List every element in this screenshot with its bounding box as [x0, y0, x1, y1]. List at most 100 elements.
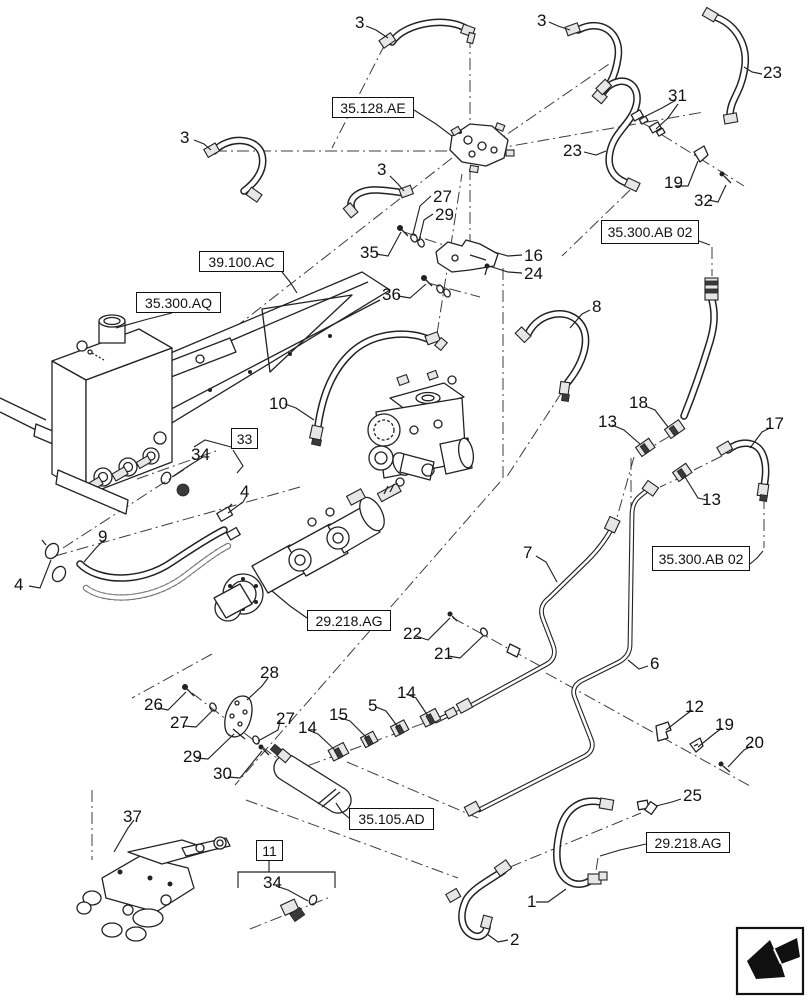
callout-23-2: 23	[763, 63, 782, 82]
callout-19-30: 19	[715, 715, 734, 734]
callout-14-38: 14	[298, 718, 317, 737]
callout-27-34: 27	[170, 713, 189, 732]
fitting-13-upper	[634, 437, 656, 458]
callout-15-39: 15	[329, 705, 348, 724]
callout-20-31: 20	[745, 733, 764, 752]
valve-manifold	[449, 122, 515, 174]
callout-31-3: 31	[668, 86, 687, 105]
hose-3-mid-low	[342, 184, 415, 219]
clamp-25	[636, 799, 658, 816]
callout-3-8: 3	[377, 160, 387, 179]
oil-filter	[269, 743, 352, 814]
callout-9-23: 9	[98, 527, 108, 546]
ref-box-35-300-ab-02-1: 35.300.AB 02	[601, 220, 699, 244]
callout-1-45: 1	[527, 892, 537, 911]
callout-19-5: 19	[664, 173, 683, 192]
tube-6	[463, 479, 660, 817]
callout-7-25: 7	[523, 543, 533, 562]
center-lines	[54, 36, 765, 930]
clamp-4-left	[41, 539, 67, 583]
callout-27-36: 27	[276, 709, 295, 728]
callout-2-46: 2	[510, 930, 520, 949]
callout-12-29: 12	[685, 697, 704, 716]
callout-3-0: 3	[355, 13, 365, 32]
hose-1	[553, 797, 615, 888]
ref-box-35-300-ab-02-6: 35.300.AB 02	[652, 546, 750, 571]
prev-page-arrow-icon[interactable]	[735, 926, 805, 996]
ref-box-35-128-ae-0: 35.128.AE	[332, 97, 414, 118]
callout-32-6: 32	[694, 191, 713, 210]
callout-21-27: 21	[434, 644, 453, 663]
callout-13-21: 13	[702, 490, 721, 509]
plug-and-oring-34	[160, 471, 190, 497]
callout-4-24: 4	[14, 575, 24, 594]
bracket-16	[435, 239, 499, 276]
callout-36-12: 36	[382, 285, 401, 304]
hose-2	[445, 859, 513, 941]
hose-9	[76, 526, 232, 601]
bolt-32	[719, 171, 732, 184]
hose-3-top-middle	[564, 21, 623, 105]
hose-ab02-upper	[680, 277, 719, 420]
callout-29-10: 29	[435, 205, 454, 224]
bolt-30	[258, 744, 270, 756]
clip-19-top	[693, 145, 709, 163]
hose-3-top-left	[378, 18, 476, 49]
washer-27-left	[209, 702, 217, 712]
callout-5-40: 5	[368, 696, 378, 715]
callout-34-17: 34	[191, 445, 210, 464]
bolt-26	[182, 684, 195, 697]
hose-clamps-31	[630, 109, 666, 137]
ref-box-29-218-ag-9: 29.218.AG	[646, 832, 730, 853]
hose-23-right	[701, 6, 750, 125]
leader-lines	[28, 21, 771, 943]
callout-3-7: 3	[180, 128, 190, 147]
hose-10	[309, 330, 449, 447]
callout-22-26: 22	[403, 624, 422, 643]
ref-box-35-105-ad-7: 35.105.AD	[349, 808, 434, 830]
callout-3-1: 3	[537, 11, 547, 30]
fitting-18	[663, 418, 686, 440]
callout-29-35: 29	[183, 747, 202, 766]
callout-23-4: 23	[563, 141, 582, 160]
bracket-28	[224, 695, 253, 738]
callout-34-43: 34	[263, 873, 282, 892]
callout-30-37: 30	[213, 764, 232, 783]
callout-14-41: 14	[397, 683, 416, 702]
hose-17	[716, 439, 770, 502]
callout-24-14: 24	[524, 264, 543, 283]
stud-29	[232, 728, 260, 745]
control-valve-37	[76, 836, 231, 942]
bolt-35-washers	[397, 225, 425, 248]
ref-box-29-218-ag-5: 29.218.AG	[307, 610, 391, 631]
callout-18-18: 18	[629, 393, 648, 412]
clip-12	[655, 721, 672, 742]
ref-box-35-300-aq-3: 35.300.AQ	[136, 292, 221, 313]
bolt-20	[718, 761, 731, 773]
fitting-13-lower	[671, 462, 693, 483]
callout-25-44: 25	[683, 786, 702, 805]
callout-28-33: 28	[260, 663, 279, 682]
ref-box-11-8: 11	[256, 840, 283, 861]
hose-8	[514, 310, 590, 402]
fitting-14-left	[327, 741, 350, 762]
bolt-36-washers	[421, 275, 451, 298]
bolt-22	[447, 611, 458, 622]
ref-box-39-100-ac-2: 39.100.AC	[199, 251, 284, 272]
oil-tank	[51, 314, 173, 515]
washer-21	[480, 627, 521, 658]
callout-37-42: 37	[123, 807, 142, 826]
callout-27-9: 27	[433, 187, 452, 206]
ref-box-33-4: 33	[231, 428, 258, 449]
clip-19-bottom	[689, 737, 704, 753]
callout-26-32: 26	[144, 695, 163, 714]
hose-23-left	[595, 77, 641, 193]
pump-assembly-29218	[213, 452, 435, 622]
fitting-34-bottom	[279, 894, 318, 923]
callout-4-22: 4	[240, 482, 250, 501]
callout-13-19: 13	[598, 412, 617, 431]
callout-6-28: 6	[650, 654, 660, 673]
callout-16-13: 16	[524, 246, 543, 265]
